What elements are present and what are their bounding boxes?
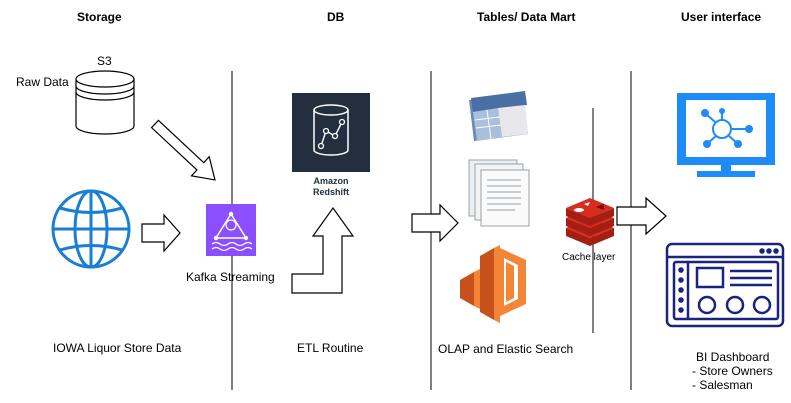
kafka-streaming-label: Kafka Streaming <box>186 270 275 284</box>
s3-label: S3 <box>97 54 112 68</box>
olap-elastic-icon <box>460 245 526 323</box>
redshift-label-line2: Redshift <box>313 187 349 197</box>
table-icon <box>469 91 528 141</box>
header-storage: Storage <box>77 10 122 24</box>
header-user-interface: User interface <box>681 10 762 24</box>
header-tables-data-mart: Tables/ Data Mart <box>477 10 576 24</box>
documents-stack-icon <box>468 159 530 227</box>
etl-routine-label: ETL Routine <box>297 341 364 355</box>
s3-database-icon <box>75 70 135 135</box>
arrow-db-to-mart <box>411 203 459 243</box>
olap-label: OLAP and Elastic Search <box>438 342 574 356</box>
amazon-redshift-icon <box>292 93 370 172</box>
raw-data-label: Raw Data <box>16 75 69 89</box>
arrow-cache-to-ui <box>616 196 667 236</box>
bi-dashboard-item-store-owners: - Store Owners <box>692 364 773 378</box>
arrow-s3-to-kafka <box>150 119 216 181</box>
bi-dashboard-icon <box>665 242 785 328</box>
redshift-label-line1: Amazon <box>313 176 349 186</box>
header-db: DB <box>327 10 345 24</box>
arrow-kafka-to-redshift <box>291 206 355 294</box>
cache-layer-label: Cache layer <box>562 252 616 263</box>
bi-dashboard-title: BI Dashboard <box>696 350 770 364</box>
redis-cache-icon <box>566 198 614 246</box>
arrow-globe-to-kafka <box>141 213 181 253</box>
kafka-streaming-icon <box>206 204 256 256</box>
globe-icon <box>51 189 131 269</box>
monitor-icon <box>677 93 775 177</box>
bi-dashboard-item-salesman: - Salesman <box>692 378 753 392</box>
iowa-data-label: IOWA Liquor Store Data <box>53 341 182 355</box>
